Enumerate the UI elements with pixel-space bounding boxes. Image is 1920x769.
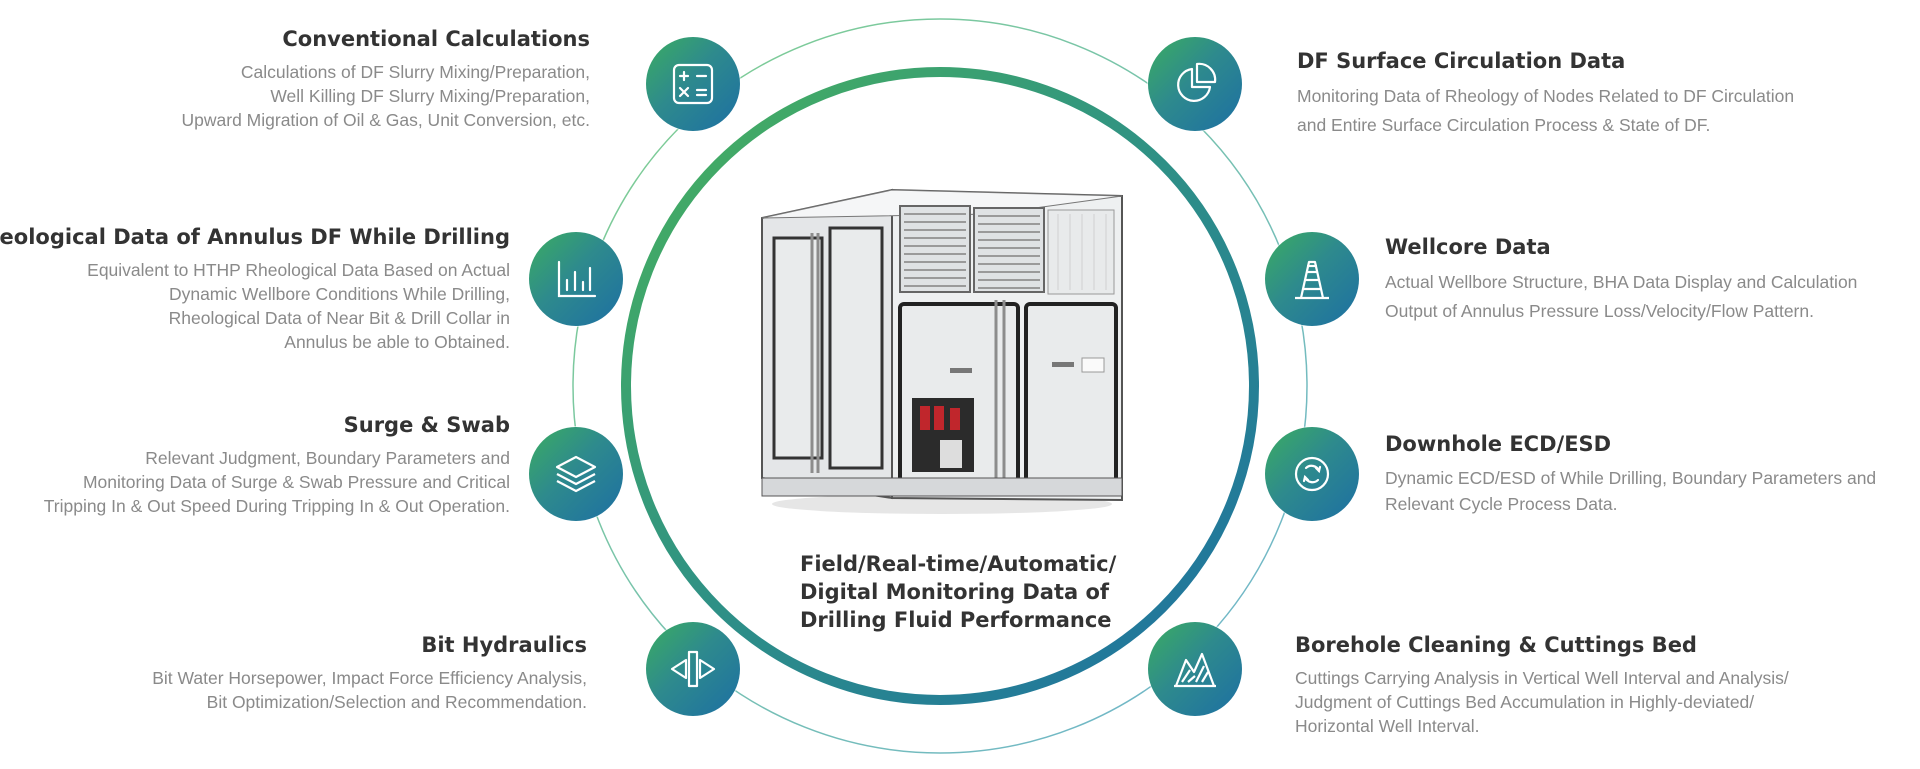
calculator-icon: [646, 37, 740, 131]
desc-line: Equivalent to HTHP Rheological Data Base…: [87, 260, 510, 280]
feature-borehole-cleaning: Borehole Cleaning & Cuttings Bed Cutting…: [1295, 632, 1789, 738]
desc-line: Monitoring Data of Surge & Swab Pressure…: [82, 472, 510, 492]
pie-chart-icon: [1148, 37, 1242, 131]
feature-title: Borehole Cleaning & Cuttings Bed: [1295, 633, 1697, 657]
caption-line: Drilling Fluid Performance: [800, 608, 1112, 632]
feature-description: Actual Wellbore Structure, BHA Data Disp…: [1385, 268, 1857, 326]
caption-line: Field/Real-time/Automatic/: [800, 552, 1117, 576]
desc-line: Dynamic Wellbore Conditions While Drilli…: [168, 284, 510, 304]
feature-title: Downhole ECD/ESD: [1385, 432, 1612, 456]
cuttings-bed-icon: [1148, 622, 1242, 716]
feature-title: Wellcore Data: [1385, 235, 1551, 259]
feature-downhole-ecd-esd: Downhole ECD/ESD Dynamic ECD/ESD of Whil…: [1385, 431, 1876, 517]
derrick-icon: [1265, 232, 1359, 326]
feature-description: Bit Water Horsepower, Impact Force Effic…: [152, 666, 587, 714]
feature-surge-swab: Surge & Swab Relevant Judgment, Boundary…: [44, 412, 510, 518]
feature-description: Monitoring Data of Rheology of Nodes Rel…: [1297, 82, 1794, 140]
desc-line: Annulus be able to Obtained.: [284, 332, 510, 352]
feature-description: Cuttings Carrying Analysis in Vertical W…: [1295, 666, 1789, 738]
feature-rheological-data: Rheological Data of Annulus DF While Dri…: [0, 224, 510, 354]
feature-title: Surge & Swab: [343, 413, 510, 437]
container-unit-illustration: [761, 188, 1123, 514]
caption-line: Digital Monitoring Data of: [800, 580, 1110, 604]
desc-line: Monitoring Data of Rheology of Nodes Rel…: [1297, 86, 1795, 106]
desc-line: Bit Optimization/Selection and Recommend…: [206, 692, 587, 712]
desc-line: Output of Annulus Pressure Loss/Velocity…: [1385, 301, 1814, 321]
feature-description: Relevant Judgment, Boundary Parameters a…: [44, 446, 510, 518]
desc-line: Well Killing DF Slurry Mixing/Preparatio…: [270, 86, 590, 106]
desc-line: Upward Migration of Oil & Gas, Unit Conv…: [181, 110, 591, 130]
feature-title: Conventional Calculations: [282, 27, 590, 51]
bar-chart-icon: [529, 232, 623, 326]
feature-description: Dynamic ECD/ESD of While Drilling, Bound…: [1385, 465, 1876, 517]
feature-bit-hydraulics: Bit Hydraulics Bit Water Horsepower, Imp…: [152, 632, 587, 714]
circulation-icon: [1265, 427, 1359, 521]
desc-line: Relevant Cycle Process Data.: [1385, 494, 1618, 514]
layers-icon: [529, 427, 623, 521]
feature-title: DF Surface Circulation Data: [1297, 49, 1626, 73]
desc-line: Horizontal Well Interval.: [1295, 716, 1480, 736]
outer-ring: [572, 18, 1308, 754]
inner-ring: [621, 67, 1259, 705]
feature-wellcore-data: Wellcore Data Actual Wellbore Structure,…: [1385, 234, 1857, 326]
desc-line: Bit Water Horsepower, Impact Force Effic…: [152, 668, 587, 688]
desc-line: Calculations of DF Slurry Mixing/Prepara…: [240, 62, 590, 82]
desc-line: Tripping In & Out Speed During Tripping …: [43, 496, 510, 516]
desc-line: Relevant Judgment, Boundary Parameters a…: [145, 448, 510, 468]
desc-line: Cuttings Carrying Analysis in Vertical W…: [1295, 668, 1789, 688]
feature-conventional-calculations: Conventional Calculations Calculations o…: [182, 26, 591, 132]
feature-description: Equivalent to HTHP Rheological Data Base…: [0, 258, 510, 354]
feature-title: Rheological Data of Annulus DF While Dri…: [0, 225, 510, 249]
desc-line: Dynamic ECD/ESD of While Drilling, Bound…: [1385, 468, 1877, 488]
desc-line: and Entire Surface Circulation Process &…: [1297, 115, 1711, 135]
desc-line: Judgment of Cuttings Bed Accumulation in…: [1295, 692, 1755, 712]
feature-description: Calculations of DF Slurry Mixing/Prepara…: [182, 60, 591, 132]
drill-bit-icon: [646, 622, 740, 716]
feature-title: Bit Hydraulics: [421, 633, 587, 657]
center-caption: Field/Real-time/Automatic/ Digital Monit…: [800, 550, 1116, 634]
feature-df-surface-circulation: DF Surface Circulation Data Monitoring D…: [1297, 48, 1794, 140]
desc-line: Actual Wellbore Structure, BHA Data Disp…: [1385, 272, 1858, 292]
desc-line: Rheological Data of Near Bit & Drill Col…: [168, 308, 510, 328]
